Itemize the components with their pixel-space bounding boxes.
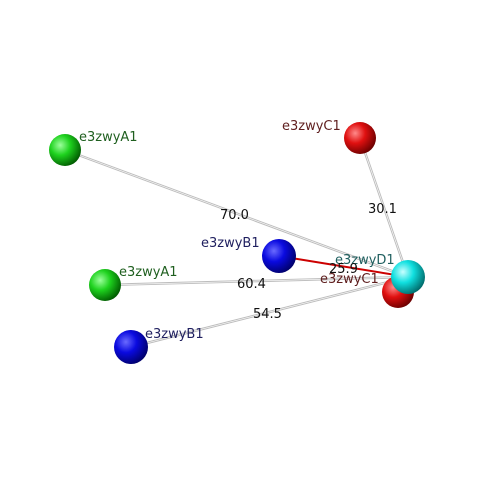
distance-label-b1-d1: 25.9 xyxy=(329,262,358,277)
bond-a1-d1 xyxy=(64,148,409,279)
atom-label-c2: e3zwyC1 xyxy=(320,272,379,287)
distance-label-c1-d1: 30.1 xyxy=(368,202,397,217)
atom-c1[interactable] xyxy=(344,122,376,154)
atom-label-a2: e3zwyA1 xyxy=(119,265,178,280)
atom-label-b2: e3zwyB1 xyxy=(145,327,204,342)
distance-label-a2-d1: 60.4 xyxy=(237,277,266,292)
atom-label-d1: e3zwyD1 xyxy=(335,253,395,268)
distance-labels: 70.0 60.4 54.5 30.1 25.9 xyxy=(220,202,397,322)
distance-label-b2-d1: 54.5 xyxy=(253,307,282,322)
atom-b2[interactable] xyxy=(114,330,148,364)
atoms xyxy=(49,122,425,364)
distance-label-a1-d1: 70.0 xyxy=(220,208,249,223)
atom-label-b1: e3zwyB1 xyxy=(201,236,260,251)
atom-d1[interactable] xyxy=(391,260,425,294)
atom-a2[interactable] xyxy=(89,269,121,301)
bond-b2-d1 xyxy=(130,275,409,349)
bonds xyxy=(64,137,410,349)
bond-b1-d1 xyxy=(278,255,409,278)
atom-label-a1: e3zwyA1 xyxy=(79,130,138,145)
bond-c1-d1 xyxy=(358,137,410,278)
bond-a2-d1 xyxy=(104,275,409,287)
atom-a1[interactable] xyxy=(49,134,81,166)
atom-labels: e3zwyA1 e3zwyA1 e3zwyB1 e3zwyB1 e3zwyC1 … xyxy=(79,119,395,342)
atom-label-c1: e3zwyC1 xyxy=(282,119,341,134)
atom-b1[interactable] xyxy=(262,239,296,273)
